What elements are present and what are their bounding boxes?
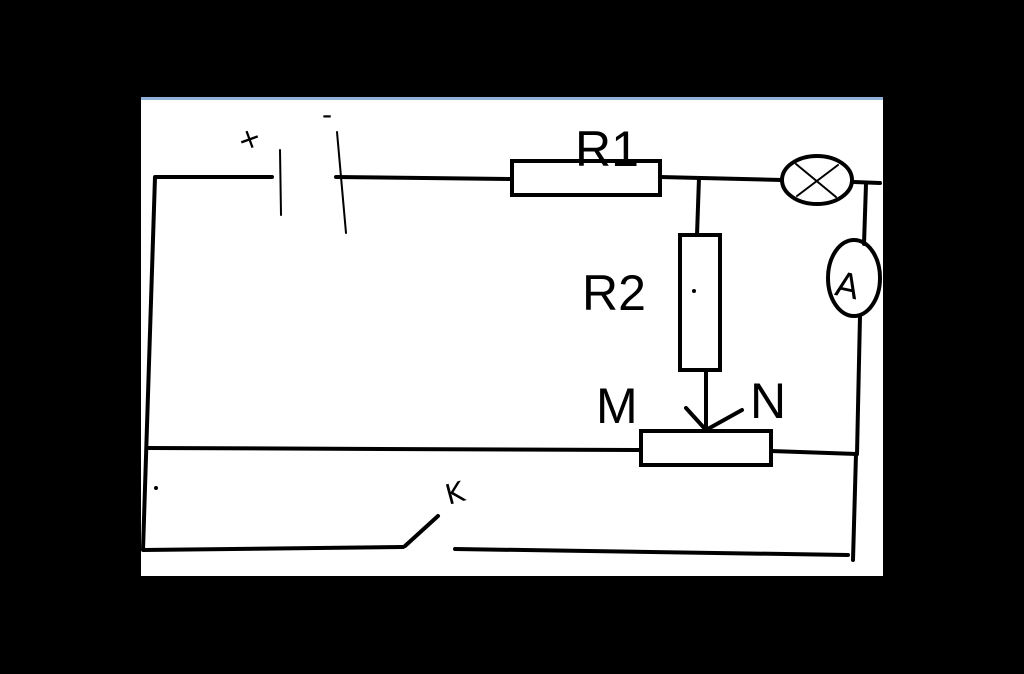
top-wire-left	[334, 175, 514, 181]
r2-label: R2	[582, 265, 646, 321]
middle-wire-right	[769, 449, 859, 456]
battery-minus-label: -	[322, 98, 332, 131]
rheostat	[639, 429, 773, 467]
r2-dot	[692, 289, 696, 293]
middle-wire-left	[146, 446, 643, 452]
resistor-r2	[678, 233, 722, 372]
left-wire	[141, 175, 405, 552]
lamp	[780, 154, 854, 206]
r2-top-wire	[695, 176, 701, 237]
battery-negative-plate	[336, 131, 347, 234]
n-label: N	[750, 373, 786, 429]
ammeter-bottom-wire	[855, 314, 862, 456]
ammeter-top-wire	[862, 182, 868, 246]
r1-label: R1	[575, 121, 639, 177]
switch-lever	[403, 514, 440, 548]
stray-dot	[154, 486, 158, 490]
top-wire-right	[658, 175, 784, 182]
bottom-wire-right	[453, 547, 850, 557]
lamp-cross-b	[796, 164, 839, 197]
battery-positive-plate	[279, 149, 282, 216]
ammeter	[826, 238, 882, 318]
m-label: M	[596, 378, 638, 434]
resistor-r1	[510, 159, 662, 197]
right-wire	[851, 452, 858, 562]
